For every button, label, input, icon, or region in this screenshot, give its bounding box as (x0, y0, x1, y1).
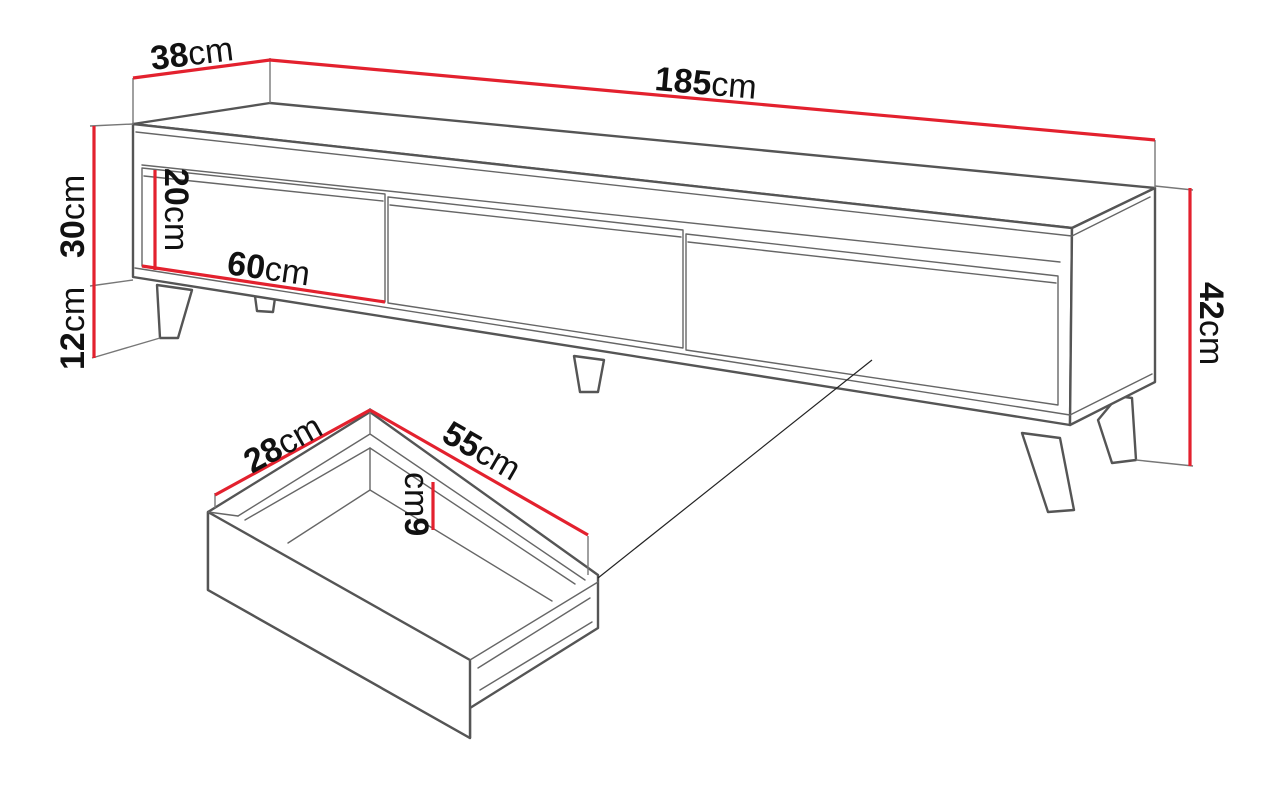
cabinet-leg-front-middle (572, 354, 606, 394)
label-drawer-front-width: 60cm (225, 244, 313, 293)
cabinet-top-edge (135, 131, 1151, 237)
label-total-height-value: 42 (1192, 282, 1230, 320)
extension-lines (89, 58, 1194, 575)
label-cabinet-width: 185cm (653, 60, 758, 107)
drawer-front-right-lip (687, 241, 1057, 284)
label-drawer-front-height-unit: cm (157, 206, 195, 251)
cabinet-inner-edge (141, 164, 1061, 263)
cabinet (131, 101, 1157, 514)
label-drawer-inner-height-value: 9 (397, 517, 435, 536)
label-cabinet-depth-unit: cm (186, 30, 236, 73)
label-body-height: 30cm (54, 175, 92, 258)
label-cabinet-width-value: 185 (653, 60, 713, 103)
cabinet-side (1068, 186, 1157, 427)
dim-line-cabinet-depth (132, 58, 271, 80)
drawer-front-panel (206, 510, 472, 740)
label-total-height-unit: cm (1192, 320, 1230, 365)
drawer-side-wall-inner (477, 597, 591, 669)
label-leg-height: 12cm (54, 287, 92, 370)
label-cabinet-depth: 38cm (148, 30, 235, 78)
drawer-side-wall (469, 581, 599, 661)
dim-line-cabinet-width (269, 58, 1156, 142)
drawer-front-middle-lip (389, 204, 682, 238)
cabinet-leg-front-right (1020, 431, 1076, 514)
label-drawer-inner-height-unit: cm (397, 472, 435, 517)
label-body-height-unit: cm (54, 175, 92, 220)
cabinet-leg-front-left (155, 283, 194, 340)
drawer (206, 410, 600, 740)
label-total-height: 42cm (1192, 282, 1230, 365)
drawer-front-left-lip (143, 175, 384, 202)
label-cabinet-depth-value: 38 (148, 36, 190, 78)
dim-line-drawer-inner-depth (369, 408, 589, 537)
label-drawer-front-width-unit: cm (262, 250, 312, 294)
label-drawer-front-height: 20cm (157, 168, 195, 251)
label-leg-height-unit: cm (54, 287, 92, 332)
label-drawer-front-height-value: 20 (157, 168, 195, 206)
label-drawer-inner-height: cm9 (397, 472, 435, 536)
drawer-side-wall-inner-2 (479, 621, 593, 691)
drawer-leader-line (597, 359, 873, 579)
dim-line-drawer-front-width (141, 264, 386, 304)
label-leg-height-value: 12 (54, 332, 92, 370)
dimension-lines (92, 58, 1192, 537)
drawer-top-left-edge (207, 511, 239, 517)
label-drawer-front-width-value: 60 (225, 244, 268, 287)
drawer-front-right (685, 233, 1059, 406)
dim-line-drawer-inner-width (214, 408, 371, 497)
label-body-height-value: 30 (54, 220, 92, 258)
drawer-front-middle (387, 196, 684, 349)
cabinet-bottom-edge (134, 267, 1153, 416)
label-cabinet-width-unit: cm (710, 65, 758, 107)
